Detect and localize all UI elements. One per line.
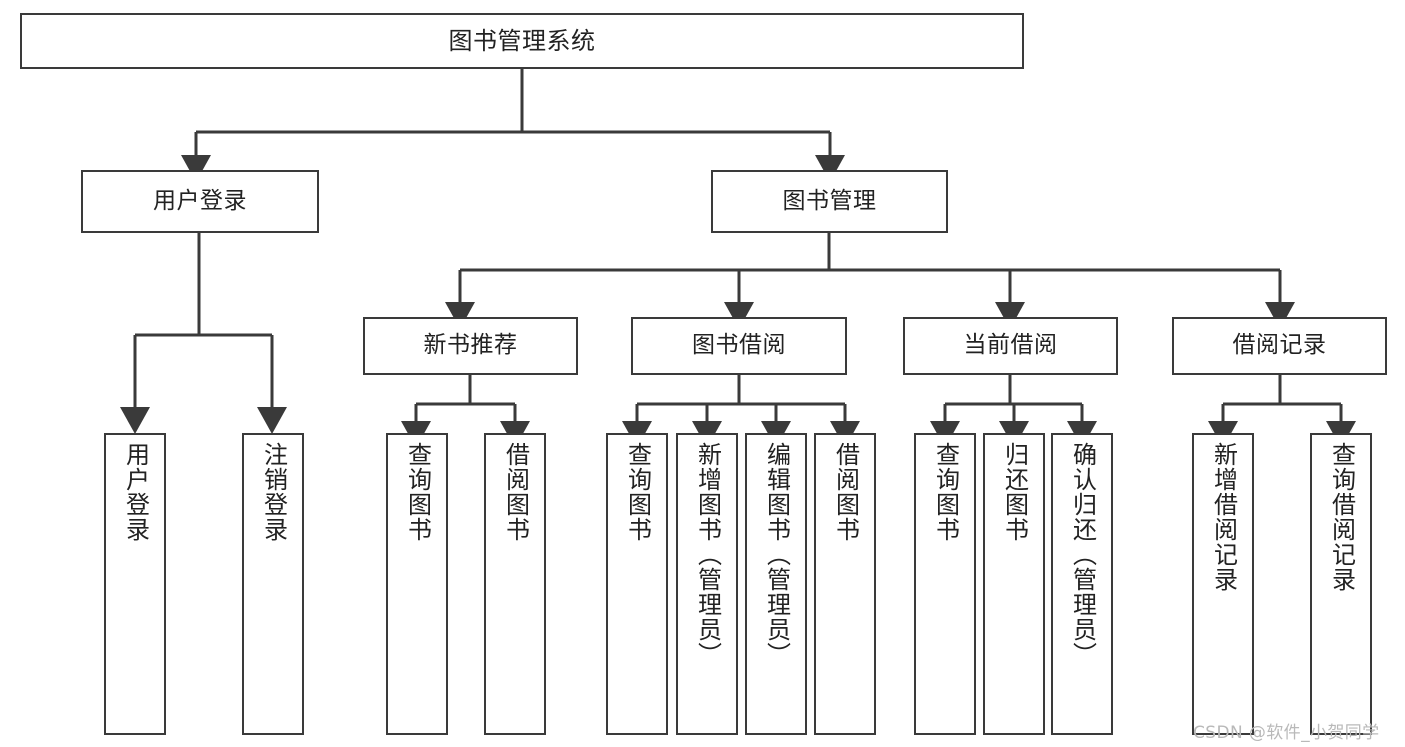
- node-leaf-record-query-borrow-record[interactable]: 查询借阅记录: [1310, 433, 1372, 735]
- node-leaf-user-login[interactable]: 用户登录: [104, 433, 166, 735]
- node-label: 新书推荐: [423, 332, 518, 359]
- node-label: 新增图书（管理员）: [693, 442, 722, 667]
- node-borrow-record[interactable]: 借阅记录: [1172, 317, 1387, 375]
- node-label: 注销登录: [259, 442, 288, 542]
- node-label: 新增借阅记录: [1209, 442, 1238, 592]
- node-leaf-current-return-books[interactable]: 归还图书: [983, 433, 1045, 735]
- node-user-login[interactable]: 用户登录: [81, 170, 319, 233]
- node-label: 图书借阅: [692, 332, 786, 359]
- node-label: 查询图书: [931, 442, 960, 542]
- node-label: 图书管理: [782, 187, 877, 214]
- node-current-borrow[interactable]: 当前借阅: [903, 317, 1118, 375]
- node-book-borrow[interactable]: 图书借阅: [631, 317, 847, 375]
- node-label: 用户登录: [153, 187, 247, 214]
- node-label: 图书管理系统: [448, 26, 596, 55]
- node-label: 借阅记录: [1232, 332, 1327, 359]
- node-leaf-borrow-edit-book-admin[interactable]: 编辑图书（管理员）: [745, 433, 807, 735]
- node-leaf-current-confirm-return-admin[interactable]: 确认归还（管理员）: [1051, 433, 1113, 735]
- node-leaf-newbook-query-books[interactable]: 查询图书: [386, 433, 448, 735]
- csdn-watermark: CSDN @软件_小贺同学: [1193, 723, 1380, 743]
- node-label: 借阅图书: [501, 442, 530, 542]
- node-label: 查询借阅记录: [1327, 442, 1356, 592]
- node-label: 用户登录: [121, 442, 150, 542]
- node-label: 当前借阅: [963, 332, 1058, 359]
- node-label: 确认归还（管理员）: [1068, 442, 1097, 667]
- node-label: 归还图书: [1000, 442, 1029, 542]
- node-label: 查询图书: [623, 442, 652, 542]
- node-leaf-borrow-borrow-books[interactable]: 借阅图书: [814, 433, 876, 735]
- node-leaf-current-query-books[interactable]: 查询图书: [914, 433, 976, 735]
- node-leaf-logout[interactable]: 注销登录: [242, 433, 304, 735]
- node-leaf-newbook-borrow-books[interactable]: 借阅图书: [484, 433, 546, 735]
- node-label: 编辑图书（管理员）: [762, 442, 791, 667]
- node-leaf-record-add-borrow-record[interactable]: 新增借阅记录: [1192, 433, 1254, 735]
- node-label: 查询图书: [403, 442, 432, 542]
- node-leaf-borrow-add-book-admin[interactable]: 新增图书（管理员）: [676, 433, 738, 735]
- node-book-management[interactable]: 图书管理: [711, 170, 948, 233]
- node-leaf-borrow-query-books[interactable]: 查询图书: [606, 433, 668, 735]
- node-new-book-recommend[interactable]: 新书推荐: [363, 317, 578, 375]
- node-root-book-management-system[interactable]: 图书管理系统: [20, 13, 1024, 69]
- node-label: 借阅图书: [831, 442, 860, 542]
